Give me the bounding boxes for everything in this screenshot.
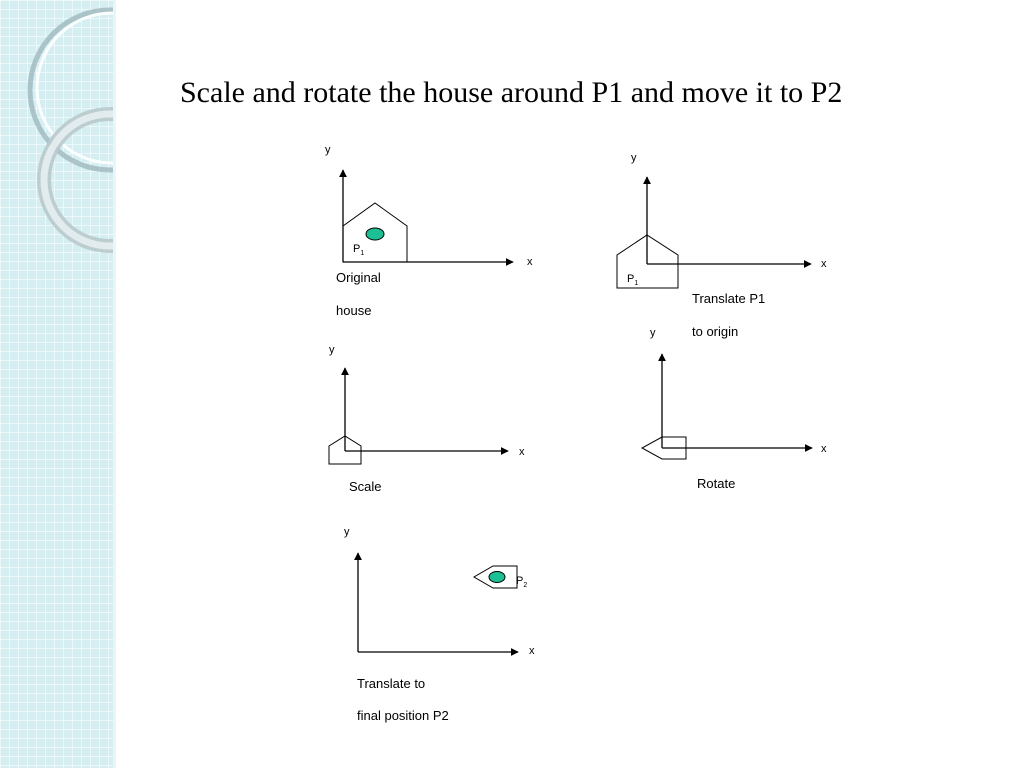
x-axis-label: x [519,446,525,458]
y-axis-label: y [344,526,350,538]
y-axis-label: y [631,152,637,164]
panel-translate-p1: y x P1 Translate P1 to origin [616,152,827,339]
house-shape [328,435,362,465]
panel-rotate: y x Rotate [640,327,827,491]
house-shape [473,565,518,589]
y-axis-label: y [650,327,656,339]
point-marker [488,571,506,583]
caption-line-1: Translate to [357,676,425,691]
slide-title: Scale and rotate the house around P1 and… [180,76,843,109]
house-shape [616,234,679,289]
x-axis-label: x [821,443,827,455]
caption-line-1: Rotate [697,476,735,491]
point-label: P2 [516,575,527,589]
panel-original: y x P1 Original house [325,144,533,318]
panel-translate-final: y x P2 Translate to final position P2 [344,526,535,723]
house-shape [342,202,408,263]
caption-line-1: Scale [349,479,382,494]
y-axis-label: y [325,144,331,156]
point-marker [365,227,385,241]
point-label: P1 [627,273,638,287]
house-shape [640,436,687,460]
caption-line-1: Translate P1 [692,291,765,306]
point-label: P1 [353,243,364,257]
caption-line-2: to origin [692,324,738,339]
side-decoration-panel [0,0,116,768]
caption-line-2: house [336,303,371,318]
panel-scale: y x Scale [328,344,525,494]
decorative-rings [27,7,113,253]
y-axis-label: y [329,344,335,356]
x-axis-label: x [821,258,827,270]
caption-line-1: Original [336,270,381,285]
x-axis-label: x [527,256,533,268]
x-axis-label: x [529,645,535,657]
caption-line-2: final position P2 [357,708,449,723]
